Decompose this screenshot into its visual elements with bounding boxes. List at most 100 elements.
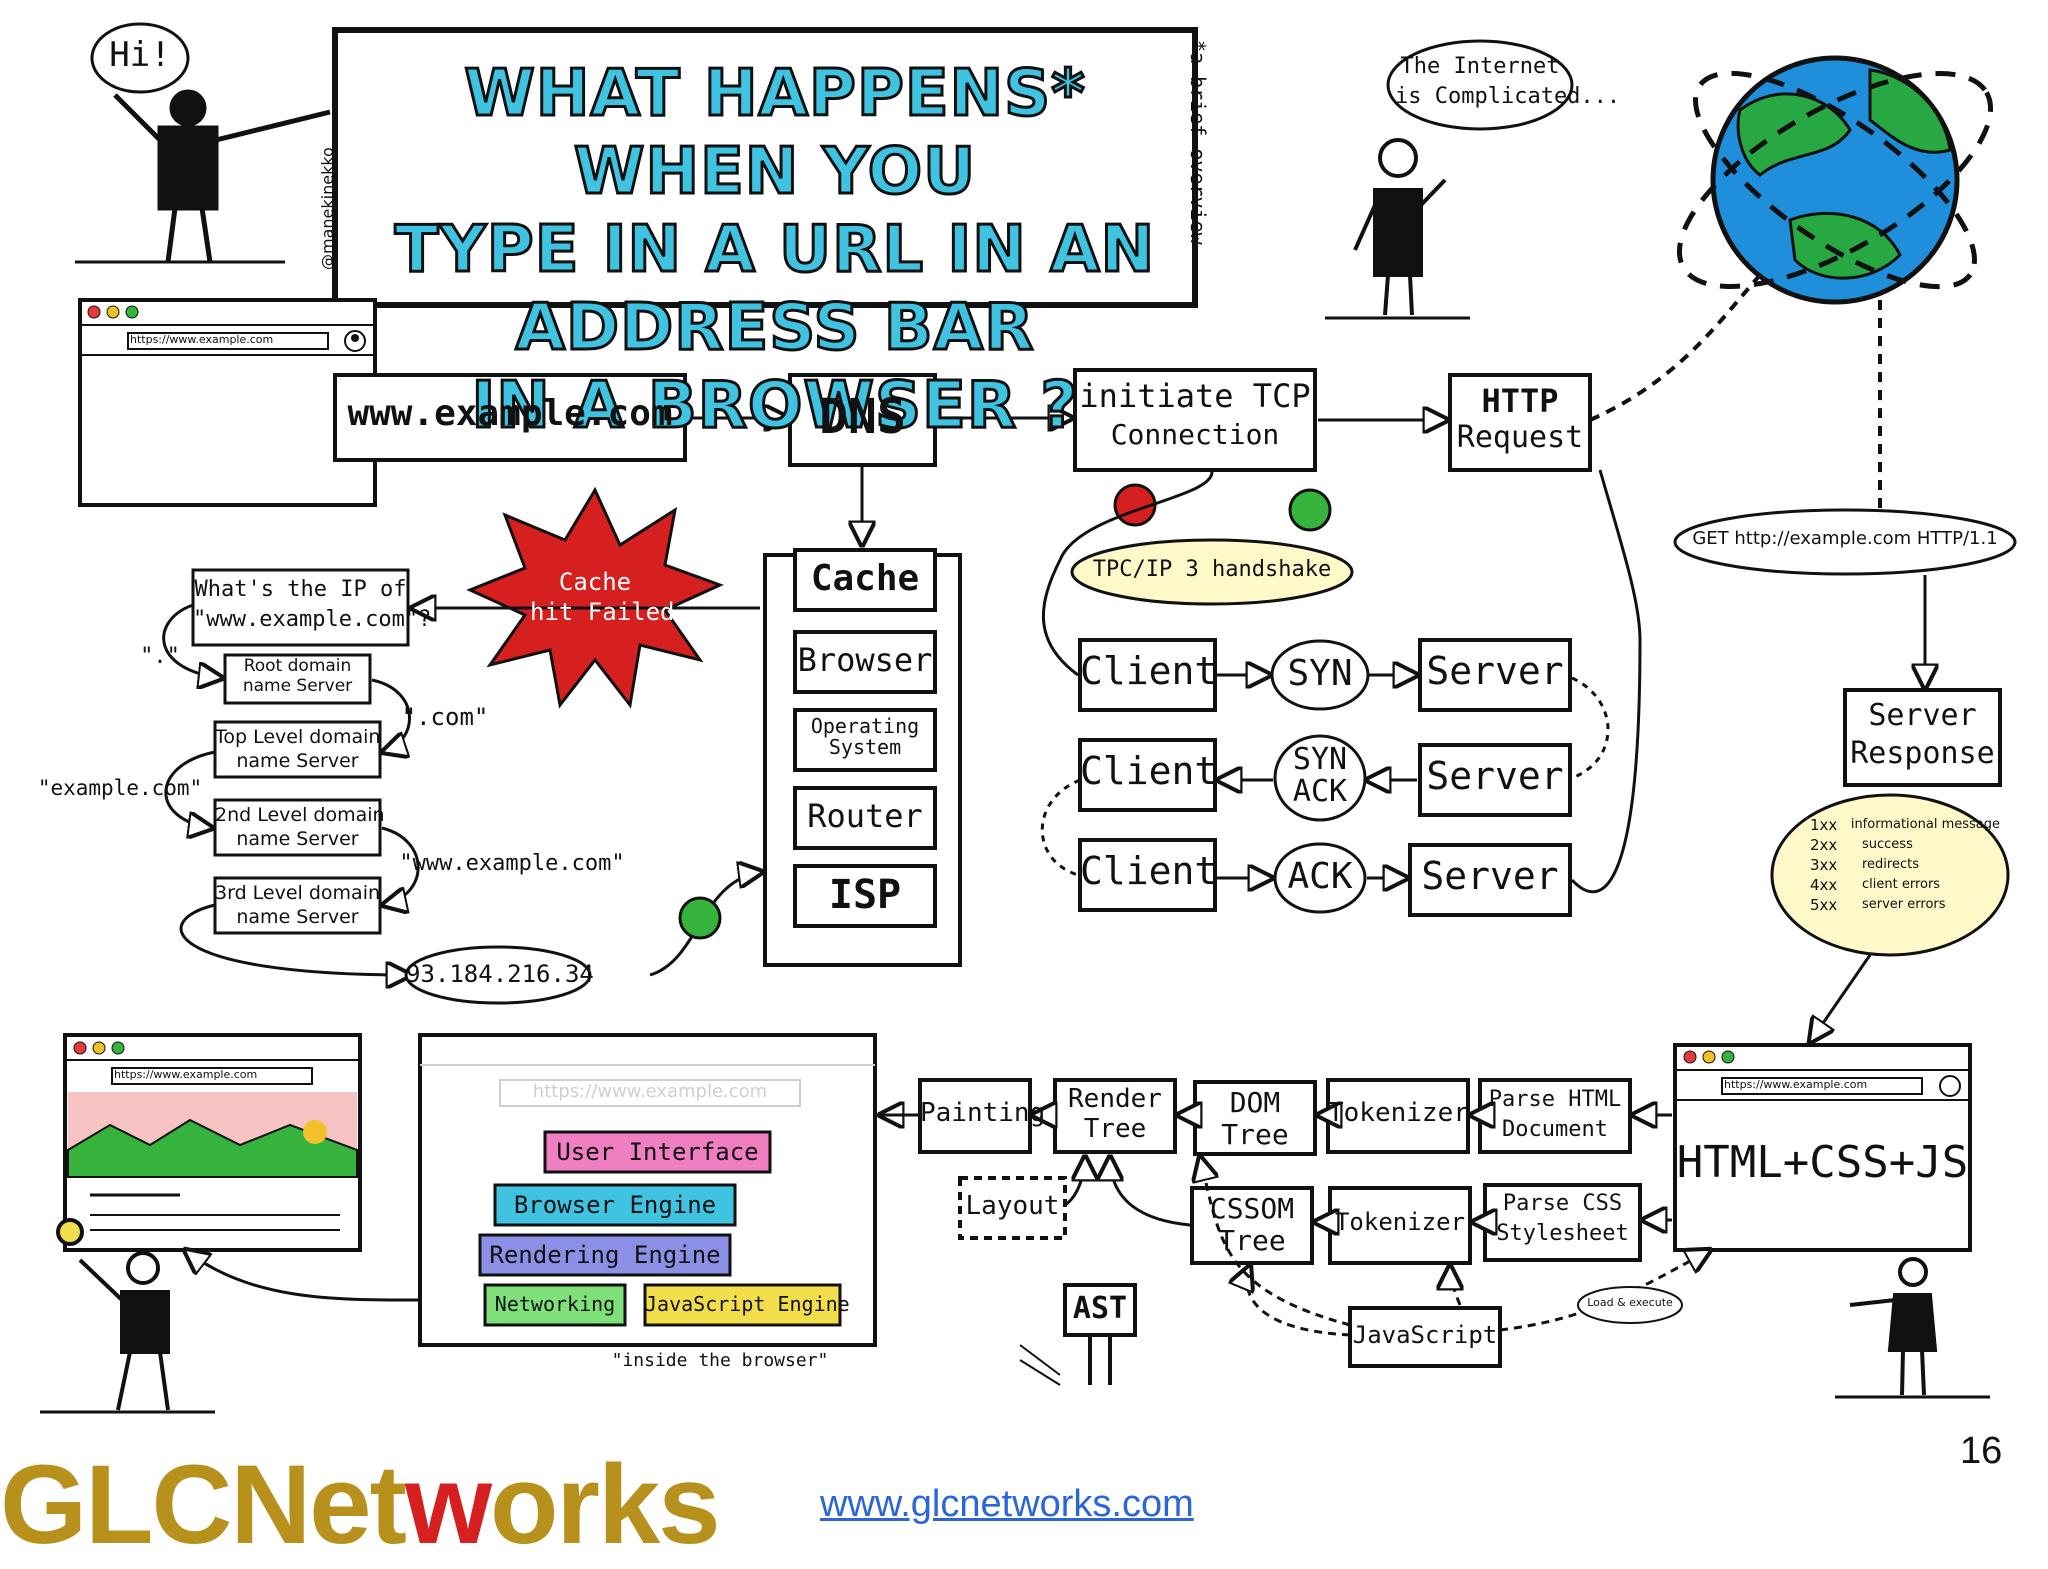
second-level-line-2: name Server [236,828,359,850]
status-meaning: client errors [1862,877,1941,892]
third-level-line-1: 3rd Level domain [215,882,381,904]
cache-stack-item: Browser [797,641,933,679]
rendered-page-window [63,1033,362,1252]
handshake-boxes [1078,638,1572,917]
painting-box: Painting [920,1098,1046,1128]
www-label: "www.example.com" [399,851,625,876]
status-code: 2xx [1810,836,1838,854]
ip-address: 93.184.216.34 [406,960,594,988]
tld-server-line-1: Top Level domain [215,726,381,748]
logo-text-w: w [404,1442,492,1567]
resolution-boxes [191,568,410,935]
logo-text-end: orks [490,1442,721,1567]
cssom-line-1: CSSOM [1209,1192,1295,1225]
dns-box: DNS [819,389,906,445]
inside-browser-caption: "inside the browser" [611,1350,829,1371]
third-level-line-2: name Server [236,906,359,928]
tokenizer-css-box: Tokenizer [1334,1208,1466,1236]
ip-cloud [404,945,592,1005]
rendering-engine-box: Rendering Engine [489,1241,721,1269]
internet-speech-line-2: is Complicated... [1395,84,1621,109]
response-title-line-1: Server [1868,698,1977,733]
client-box: Client [1080,849,1218,893]
html-browser-url: https://www.example.com [1724,1078,1868,1091]
user-interface-box: User Interface [556,1138,759,1166]
cache-stack-boxes [793,548,937,928]
client-box: Client [1080,649,1218,693]
browser-engine-box: Browser Engine [513,1191,717,1219]
hi-figure [75,22,331,264]
status-code-list: 1xx informational message 2xx success 3x… [1810,816,2000,918]
burst-line-2: hit Failed [530,598,675,626]
http-box-line-1: HTTP [1481,382,1559,420]
http-box-line-2: Request [1456,420,1584,455]
status-codes-cloud [1770,793,2010,957]
get-cloud [1673,508,2017,576]
status-meaning: server errors [1862,897,1946,912]
website-link[interactable]: www.glcnetworks.com [820,1483,1194,1525]
root-server-line-2: name Server [242,676,353,696]
handshake-cloud [1070,538,1354,606]
url-box-shape [333,373,687,462]
page-number: 16 [1960,1430,2003,1472]
second-level-line-1: 2nd Level domain [215,804,385,826]
status-code-row: 4xx client errors [1810,876,2000,898]
server-box: Server [1426,754,1564,798]
status-code: 5xx [1810,896,1838,914]
com-label: ".com" [401,703,489,731]
render-tree-line-1: Render [1068,1084,1162,1114]
http-box-shape [1448,373,1592,472]
url-box: www.example.com [347,393,673,434]
title-footnote: *a brief overview [1186,40,1210,245]
title-board [332,27,1198,308]
ast-sign [1019,1283,1137,1386]
tld-server-line-2: name Server [236,750,359,772]
globe-icon [1676,55,1994,305]
page-title: WHAT HAPPENS* WHEN YOU TYPE IN A URL IN … [350,55,1200,445]
cache-stack-item: Operating System [810,714,920,759]
diagram-drawing [40,22,2017,1414]
tokenizer-html-box: Tokenizer [1328,1098,1469,1128]
networking-box: Networking [494,1292,616,1316]
js-engine-box: JavaScript Engine [645,1292,850,1316]
cssom-line-2: Tree [1218,1224,1286,1257]
title-line-3: IN A BROWSER ? [470,368,1079,445]
status-code: 1xx [1810,816,1838,834]
tcp-box-line-2: Connection [1110,418,1280,451]
infographic-canvas: WHAT HAPPENS* WHEN YOU TYPE IN A URL IN … [0,22,2017,1567]
parse-css-line-1: Parse CSS [1502,1191,1623,1216]
status-meaning: redirects [1862,857,1919,872]
check-icon [678,896,722,940]
response-title-line-2: Response [1850,736,1995,771]
tcp-box-shape [1073,368,1317,472]
top-browser-url: https://www.example.com [130,333,274,346]
syn-ack-line-2: ACK [1292,774,1348,809]
response-box-shape [1843,688,2002,787]
html-window [1673,1043,1972,1252]
root-server-line-1: Root domain [243,656,352,676]
rendered-browser-url: https://www.example.com [114,1068,258,1081]
logo-text-start: GLCNet [0,1442,407,1567]
status-code: 4xx [1810,876,1838,894]
browser-window-top [78,298,377,507]
tcp-box-line-1: initiate TCP [1079,377,1311,415]
load-execute-cloud [1577,1286,1683,1324]
status-meaning: informational message [1850,817,2000,832]
render-tree-line-2: Tree [1083,1114,1147,1144]
syn-ack-line-1: SYN [1292,742,1348,777]
get-request: GET http://example.com HTTP/1.1 [1692,528,1998,549]
cache-miss-burst [466,486,724,709]
javascript-box: JavaScript [1352,1321,1498,1349]
dom-tree-line-2: Tree [1221,1118,1289,1151]
layout-box: Layout [965,1191,1060,1221]
ast-label: AST [1072,1291,1128,1326]
dom-tree-line-1: DOM [1229,1086,1281,1119]
ack-label: ACK [1287,856,1353,897]
client-box: Client [1080,749,1218,793]
syn-label: SYN [1287,653,1353,694]
internals-browser-url: https://www.example.com [532,1081,768,1102]
handshake-label: TPC/IP 3 handshake [1092,557,1332,582]
internet-speech-line-1: The Internet [1400,54,1560,79]
author-handle: @manekinekko [318,147,337,270]
check-icon-tcp [1288,488,1332,532]
